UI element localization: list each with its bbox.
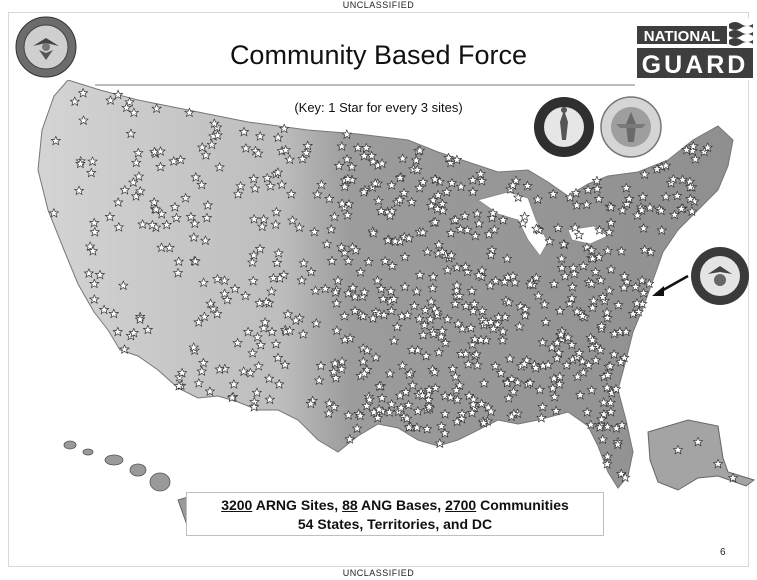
ang-bases-count: 88 <box>342 497 358 513</box>
national-guard-bureau-emblem <box>691 247 749 305</box>
page-number: 6 <box>720 547 726 558</box>
alaska-shape <box>647 419 756 491</box>
department-of-defense-seal <box>15 16 77 78</box>
ang-bases-label: ANG Bases, <box>357 497 446 513</box>
national-guard-logo: NATIONAL GUARD <box>637 18 753 80</box>
arng-sites-label: ARNG Sites, <box>252 497 343 513</box>
logo-national-text: NATIONAL <box>644 28 720 45</box>
hawaii-shape <box>63 440 171 492</box>
logo-guard-text: GUARD <box>642 51 749 79</box>
classification-bottom: UNCLASSIFIED <box>342 568 415 578</box>
page-title: Community Based Force <box>229 40 528 70</box>
caption-line-2: 54 States, Territories, and DC <box>297 516 493 532</box>
communities-count: 2700 <box>445 497 477 513</box>
title-divider <box>95 84 635 86</box>
classification-top: UNCLASSIFIED <box>342 0 415 10</box>
map-key: (Key: 1 Star for every 3 sites) <box>294 100 463 115</box>
army-national-guard-emblem <box>534 97 594 157</box>
communities-label: Communities <box>476 497 569 513</box>
us-map <box>37 80 756 529</box>
caption-line-1: 3200 ARNG Sites, 88 ANG Bases, 2700 Comm… <box>187 496 603 515</box>
arng-sites-count: 3200 <box>221 497 253 513</box>
slide-frame <box>8 12 749 567</box>
air-national-guard-emblem <box>600 96 662 158</box>
summary-caption: 3200 ARNG Sites, 88 ANG Bases, 2700 Comm… <box>186 492 604 536</box>
